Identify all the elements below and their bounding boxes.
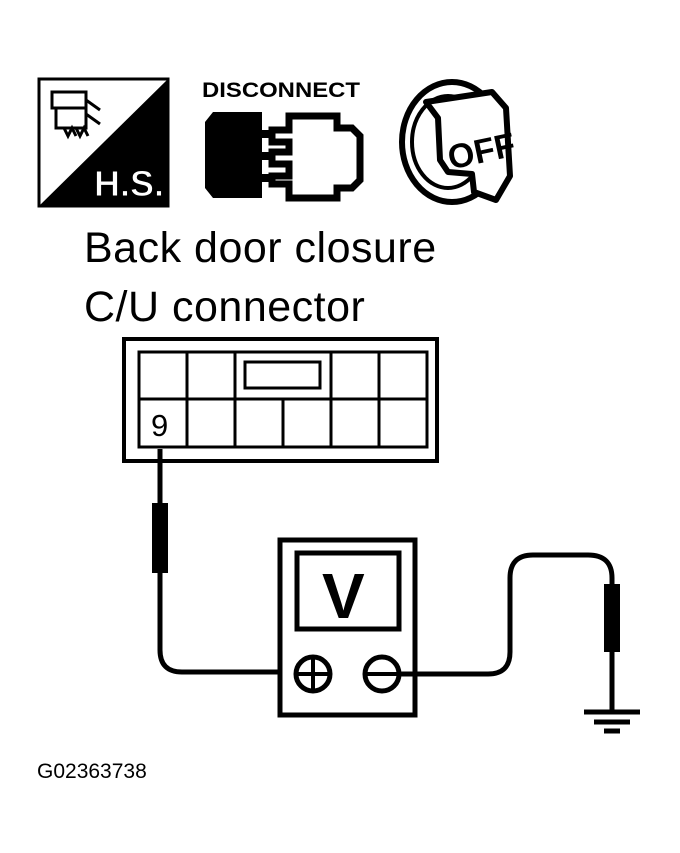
connector-female-half	[205, 112, 279, 198]
harness-sensor-icon: H.S.	[37, 77, 170, 208]
connector-title-line2: C/U connector	[84, 283, 366, 331]
connector-lock-tab	[243, 360, 322, 390]
back-door-closure-connector	[122, 337, 439, 463]
ignition-off-icon: OFF	[399, 79, 519, 205]
connector-male-half	[268, 112, 364, 202]
positive-terminal-icon	[293, 654, 333, 694]
connector-title-line1: Back door closure	[84, 224, 437, 272]
terminal-number: 9	[151, 408, 168, 443]
voltmeter-unit: V	[322, 560, 365, 632]
ground-icon	[584, 709, 640, 734]
connector-plug-icon	[50, 90, 101, 140]
negative-terminal-icon	[362, 654, 402, 694]
voltmeter-display	[294, 550, 402, 632]
harness-sensor-label: H.S.	[94, 163, 164, 204]
voltmeter: V	[277, 537, 418, 718]
positive-probe-tip	[152, 503, 168, 573]
figure-code: G02363738	[37, 760, 147, 783]
positive-probe-lead	[152, 449, 291, 675]
disconnect-label: DISCONNECT	[202, 79, 360, 102]
negative-probe-tip	[604, 584, 620, 652]
negative-probe-lead	[399, 552, 620, 712]
disconnect-icon: DISCONNECT	[202, 79, 364, 202]
